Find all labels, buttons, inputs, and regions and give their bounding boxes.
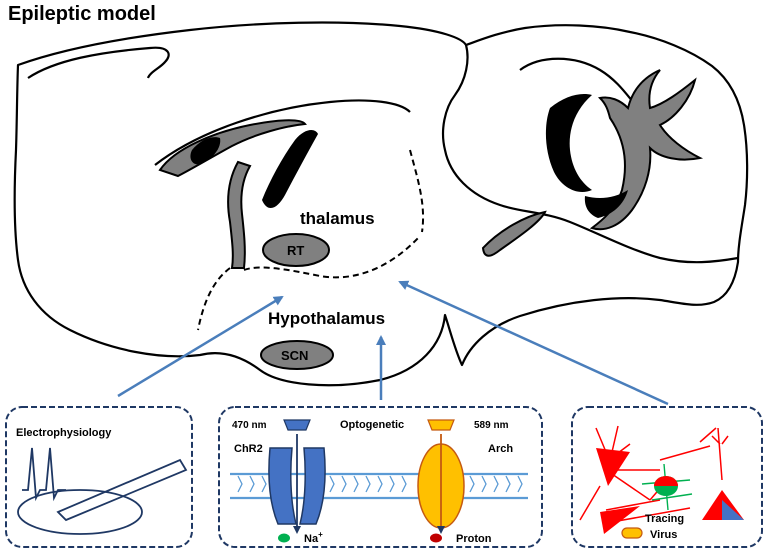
proton-icon [430, 533, 442, 543]
scn-label: SCN [281, 348, 308, 363]
thalamus-label: thalamus [300, 209, 375, 228]
blue-light-source-icon [283, 419, 311, 431]
tracing-panel: Tracing Virus [571, 406, 763, 548]
interneuron-icon [641, 463, 693, 511]
proton-label: Proton [456, 533, 492, 545]
rt-label: RT [287, 243, 304, 258]
cerebellum-outline [441, 44, 739, 264]
black-structures [190, 94, 628, 218]
chr2-label: ChR2 [234, 443, 263, 455]
wavelength-470: 470 nm [232, 420, 267, 431]
ventricle-descending [227, 160, 252, 269]
optogenetic-panel: Optogenetic 470 nm 589 nm ChR2 Arch Na+ [218, 406, 543, 548]
dark-tract [262, 130, 318, 209]
hypothalamus-label: Hypothalamus [268, 309, 385, 328]
optogenetic-title: Optogenetic [340, 419, 404, 431]
tracing-label: Tracing [645, 513, 684, 525]
brain-section [13, 21, 749, 387]
dark-cerebellar-base [584, 190, 628, 218]
region-boundaries [197, 149, 425, 331]
thalamus-side-boundary [409, 149, 425, 233]
arch-pump-icon [417, 434, 465, 534]
arrow-tracing [398, 280, 669, 406]
virus-particle-icon [621, 527, 643, 539]
recording-electrode-icon [56, 458, 188, 522]
electrophysiology-panel: Electrophysiology [5, 406, 193, 548]
arch-label: Arch [488, 443, 513, 455]
cerebellum-inner [519, 57, 641, 111]
connector-arrows [117, 280, 669, 406]
electrophysiology-panel-frame [5, 406, 193, 548]
virus-label: Virus [650, 529, 677, 541]
wavelength-589: 589 nm [474, 420, 509, 431]
corpus-boundary [154, 99, 411, 166]
cortex-boundary [27, 46, 170, 79]
thalamus-boundary [243, 235, 421, 279]
gray-structures [158, 69, 704, 370]
hippocampus-process [481, 210, 547, 257]
brain-outline [13, 21, 749, 387]
pyramidal-neuron-upper [596, 448, 630, 486]
optogenetic-panel-frame [218, 406, 543, 548]
dark-cerebellar-space [545, 94, 592, 192]
rt-nucleus [262, 233, 330, 267]
chr2-channel-icon [268, 434, 326, 534]
spike-trace-icon [22, 447, 66, 502]
labeled-neuron-right-blue [722, 500, 744, 520]
arrow-electrophysiology [117, 295, 284, 398]
pyramidal-neuron-lower [600, 506, 640, 534]
traced-neurons-icon [579, 425, 729, 523]
figure-title: Epileptic model [8, 3, 156, 25]
electrophysiology-title: Electrophysiology [16, 427, 112, 439]
culture-dish-icon [17, 489, 143, 535]
cerebellar-arbor [589, 69, 704, 231]
hypothalamus-boundary [197, 267, 231, 331]
yellow-light-source-icon [427, 419, 455, 431]
dark-ventricle-upper [190, 137, 221, 165]
sodium-ion-icon [278, 533, 290, 543]
sodium-ion-label: Na+ [304, 530, 323, 545]
scn-nucleus [260, 340, 334, 370]
